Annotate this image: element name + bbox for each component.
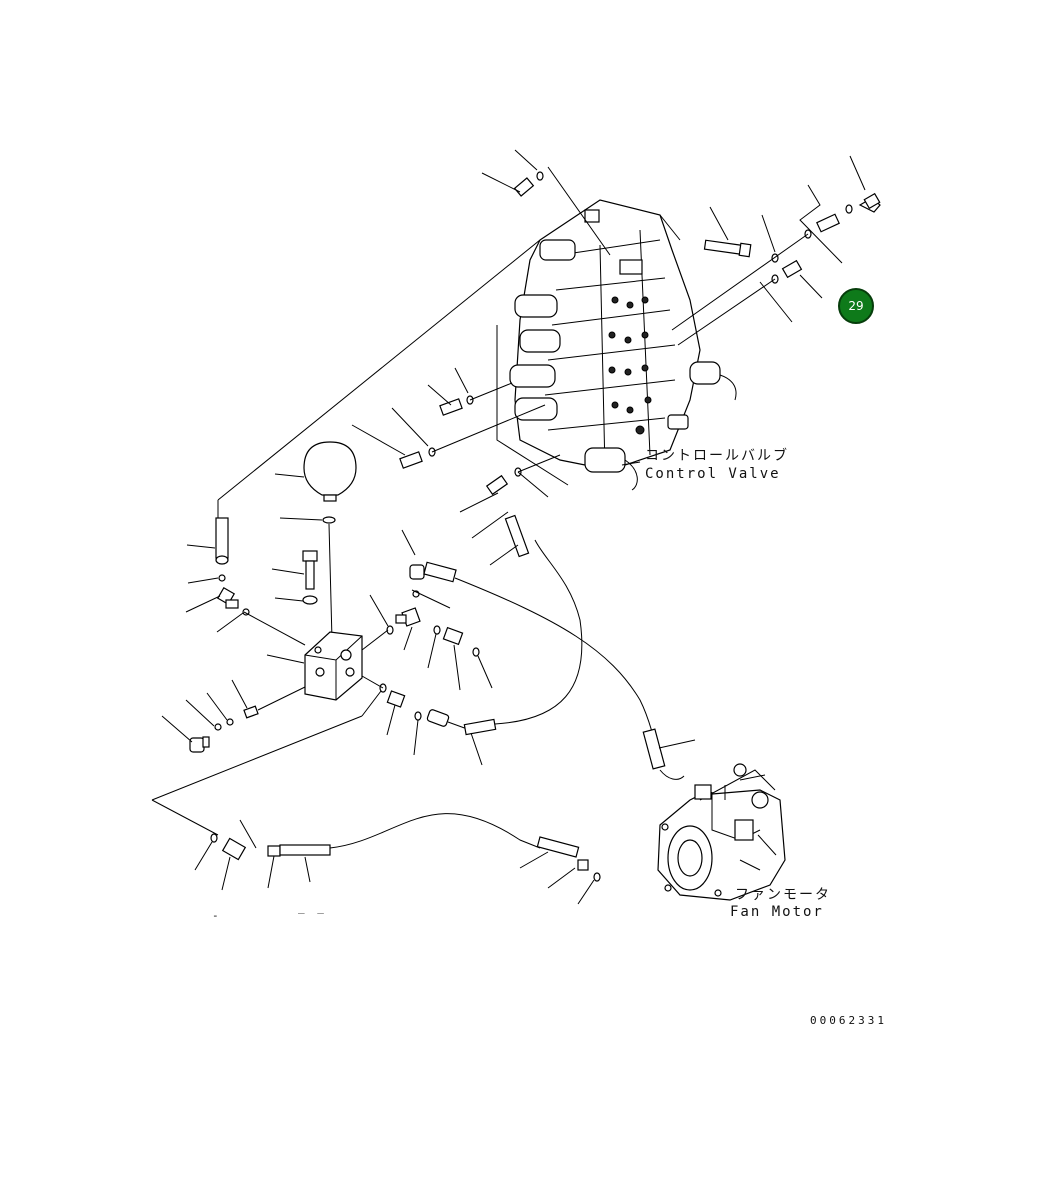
fittings-top-left	[481, 149, 611, 256]
middle-fittings	[361, 589, 493, 756]
fittings-valve-left	[351, 367, 546, 469]
control-valve	[509, 199, 737, 491]
left-hose-and-fittings	[161, 500, 306, 753]
control-valve-label-jp: コントロールバルブ	[645, 448, 789, 464]
fan-motor-label-jp: ファンモータ	[735, 887, 831, 903]
hoses	[401, 511, 696, 780]
control-valve-label-en: Control Valve	[645, 466, 781, 482]
stray-mark-1: -	[212, 909, 222, 922]
manifold-block	[266, 550, 363, 701]
bottom-hose	[151, 715, 601, 905]
fan-motor	[657, 763, 786, 901]
drawing-number: 00062331	[810, 1014, 887, 1027]
accumulator	[274, 441, 357, 641]
fan-motor-label-en: Fan Motor	[730, 904, 824, 920]
stray-mark-2: _ _	[298, 901, 327, 914]
callout-badge[interactable]: 29	[838, 288, 874, 324]
fittings-top-right	[671, 155, 881, 346]
fittings-below-valve	[459, 454, 561, 513]
